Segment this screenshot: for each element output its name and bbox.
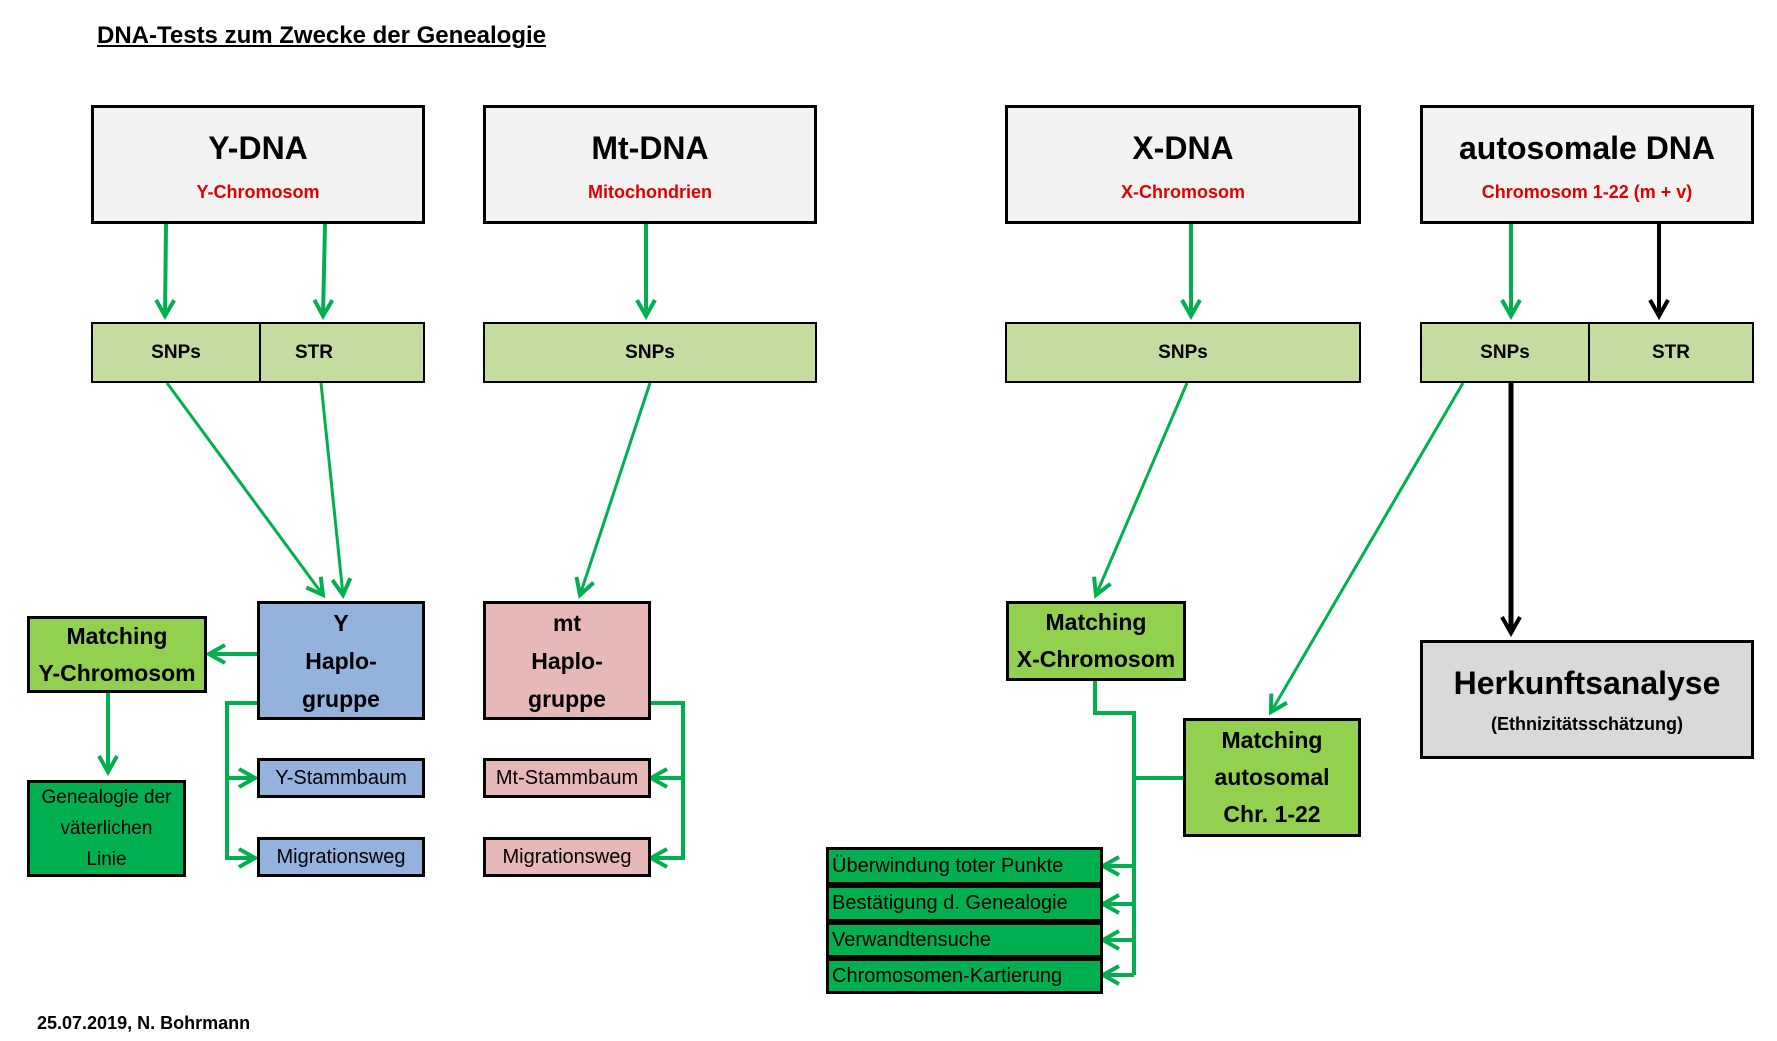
genealogy-line-1: Genealogie der [41,787,172,808]
arrow-autosnp-match [1271,382,1465,712]
matching-y-line-1: Matching [66,622,168,649]
ydna-marker-divider [259,324,261,381]
y-stammbaum-label: Y-Stammbaum [275,766,407,789]
use-item-label: Chromosomen-Kartierung [832,964,1063,987]
arrow-ydna-str [323,223,325,316]
xdna-subtitle: X-Chromosom [1120,182,1245,202]
mt-haplogroup-line-2: Haplo- [531,647,603,674]
y-haplogroup-line-3: gruppe [302,685,380,712]
autodna-marker-box: SNPs STR [1420,322,1754,383]
mt-stammbaum-label: Mt-Stammbaum [495,766,639,789]
mt-haplogroup-box: mt Haplo- gruppe [483,601,651,720]
herkunftsanalyse-box: Herkunftsanalyse (Ethnizitätsschätzung) [1420,640,1754,759]
y-migration-box: Migrationsweg [257,837,425,877]
matching-autosomal-line-1: Matching [1221,727,1323,753]
connector-xmatch-bracket [1093,681,1136,975]
arrow-xsnp-match [1096,382,1189,595]
herkunftsanalyse-subtitle: (Ethnizitätsschätzung) [1491,713,1683,734]
genealogy-box: Genealogie der väterlichen Linie [27,780,186,877]
matching-autosomal-line-3: Chr. 1-22 [1223,801,1321,827]
autodna-str-label: STR [1652,341,1690,363]
arrow-ystr-haplo [319,382,343,595]
y-stammbaum-box: Y-Stammbaum [257,758,425,798]
autodna-subtitle: Chromosom 1-22 (m + v) [1481,182,1693,202]
mt-haplogroup-line-1: mt [552,609,582,636]
arrow-ysnp-haplo [165,382,323,595]
ydna-str-label: STR [295,341,333,363]
use-item-label: Überwindung toter Punkte [832,854,1064,877]
autodna-box: autosomale DNA Chromosom 1-22 (m + v) [1420,105,1754,224]
genealogy-line-3: Linie [86,849,127,870]
mtdna-snps-box: SNPs [483,322,817,383]
use-item-chromosome-mapping: Chromosomen-Kartierung [826,958,1103,994]
use-item-label: Bestätigung d. Genealogie [832,892,1068,914]
mtdna-box: Mt-DNA Mitochondrien [483,105,817,224]
mt-migration-label: Migrationsweg [502,845,632,868]
matching-y-line-2: Y-Chromosom [38,659,196,686]
arrow-ydna-snps [165,223,166,316]
y-haplogroup-line-1: Y [333,609,349,636]
use-item-confirm-genealogy: Bestätigung d. Genealogie [826,885,1103,922]
ydna-box: Y-DNA Y-Chromosom [91,105,425,224]
y-haplogroup-box: Y Haplo- gruppe [257,601,425,720]
ydna-subtitle: Y-Chromosom [196,182,320,202]
autodna-title: autosomale DNA [1458,130,1716,166]
xdna-snps-box: SNPs [1005,322,1361,383]
xdna-box: X-DNA X-Chromosom [1005,105,1361,224]
y-haplogroup-line-2: Haplo- [305,647,377,674]
mtdna-title: Mt-DNA [591,130,709,166]
matching-autosomal-box: Matching autosomal Chr. 1-22 [1183,718,1361,837]
use-item-relative-search: Verwandtensuche [826,922,1103,958]
mt-haplogroup-line-3: gruppe [528,685,606,712]
mtdna-subtitle: Mitochondrien [588,182,712,202]
footer-credit: 25.07.2019, N. Bohrmann [37,1013,251,1033]
matching-x-line-2: X-Chromosom [1016,646,1176,672]
arrow-mtsnp-haplo [580,382,652,595]
ydna-title: Y-DNA [208,130,308,166]
genealogy-line-2: väterlichen [60,818,153,839]
autodna-marker-divider [1588,324,1590,381]
matching-x-box: Matching X-Chromosom [1006,601,1186,681]
page-title: DNA-Tests zum Zwecke der Genealogie [97,22,547,49]
ydna-marker-box: SNPs STR [91,322,425,383]
arrow-yhaplo-stammbaum [225,701,257,778]
matching-y-box: Matching Y-Chromosom [27,616,207,693]
herkunftsanalyse-title: Herkunftsanalyse [1453,664,1721,701]
use-item-label: Verwandtensuche [832,928,992,951]
mt-stammbaum-box: Mt-Stammbaum [483,758,651,798]
mt-migration-box: Migrationsweg [483,837,651,877]
arrow-mthaplo-migration [651,778,685,858]
autodna-snps-label: SNPs [1480,341,1530,363]
xdna-snps-label: SNPs [1158,341,1208,363]
arrow-mthaplo-stammbaum [649,701,685,778]
ydna-snps-label: SNPs [151,341,201,363]
matching-autosomal-line-2: autosomal [1214,764,1330,790]
xdna-title: X-DNA [1132,130,1234,166]
y-migration-label: Migrationsweg [276,845,406,868]
arrow-yhaplo-migration [225,778,255,858]
mtdna-snps-label: SNPs [625,341,675,363]
matching-x-line-1: Matching [1045,609,1147,635]
use-item-dead-ends: Überwindung toter Punkte [826,847,1103,885]
